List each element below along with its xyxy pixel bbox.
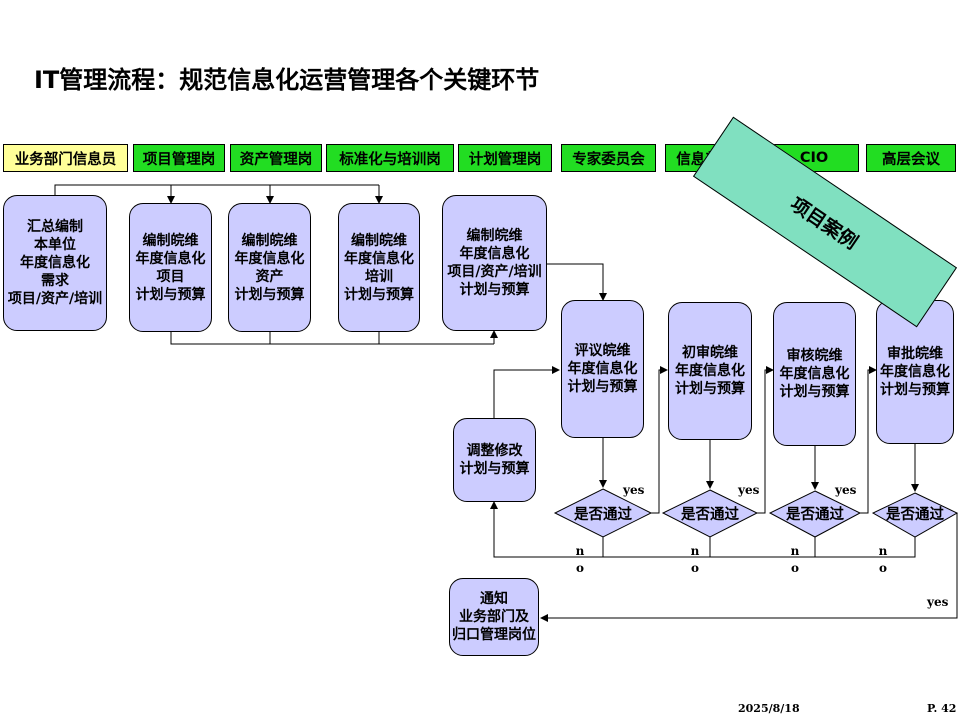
box-summary-needs: 汇总编制 本单位 年度信息化 需求 项目/资产/培训: [3, 195, 107, 331]
decision-diamond-approve: [871, 492, 959, 538]
box-training-plan: 编制皖维 年度信息化 培训 计划与预算: [338, 203, 420, 332]
role-plan-management: 计划管理岗: [458, 144, 552, 172]
box-asset-plan: 编制皖维 年度信息化 资产 计划与预算: [228, 203, 311, 332]
decision-label-prelim: 是否通过: [681, 507, 739, 523]
role-project-management: 项目管理岗: [133, 144, 225, 172]
role-standardization-training: 标准化与培训岗: [326, 144, 454, 172]
box-review: 评议皖维 年度信息化 计划与预算: [561, 300, 644, 438]
box-notify-departments: 通知 业务部门及 归口管理岗位: [449, 578, 539, 656]
no-label-prelim: n o: [690, 544, 700, 575]
role-expert-committee: 专家委员会: [561, 144, 656, 172]
yes-label-review: yes: [623, 483, 645, 497]
decision-label-review: 是否通过: [574, 507, 632, 523]
decision-diamond-prelim: [661, 489, 759, 538]
box-audit: 审核皖维 年度信息化 计划与预算: [773, 302, 856, 446]
role-executive-meeting: 高层会议: [866, 144, 956, 172]
decision-label-audit: 是否通过: [786, 507, 844, 523]
decision-diamond-review: [553, 488, 653, 538]
decision-label-approve: 是否通过: [886, 507, 944, 523]
no-label-review: n o: [575, 544, 585, 575]
box-preliminary-review: 初审皖维 年度信息化 计划与预算: [668, 302, 752, 440]
box-consolidated-plan: 编制皖维 年度信息化 项目/资产/培训 计划与预算: [442, 195, 547, 331]
no-label-audit: n o: [790, 544, 800, 575]
yes-label-approve: yes: [927, 595, 949, 609]
footer-date: 2025/8/18: [738, 702, 800, 715]
yes-label-audit: yes: [835, 483, 857, 497]
footer-page-number: P. 42: [927, 702, 957, 715]
decision-diamond-audit: [768, 490, 862, 538]
no-label-approve: n o: [878, 544, 888, 575]
page-title: IT管理流程：规范信息化运营管理各个关键环节: [34, 66, 540, 94]
role-asset-management: 资产管理岗: [230, 144, 322, 172]
role-business-info-officer: 业务部门信息员: [3, 144, 128, 172]
box-adjust-plan: 调整修改 计划与预算: [453, 418, 536, 502]
box-project-plan: 编制皖维 年度信息化 项目 计划与预算: [129, 203, 212, 332]
yes-label-prelim: yes: [738, 483, 760, 497]
